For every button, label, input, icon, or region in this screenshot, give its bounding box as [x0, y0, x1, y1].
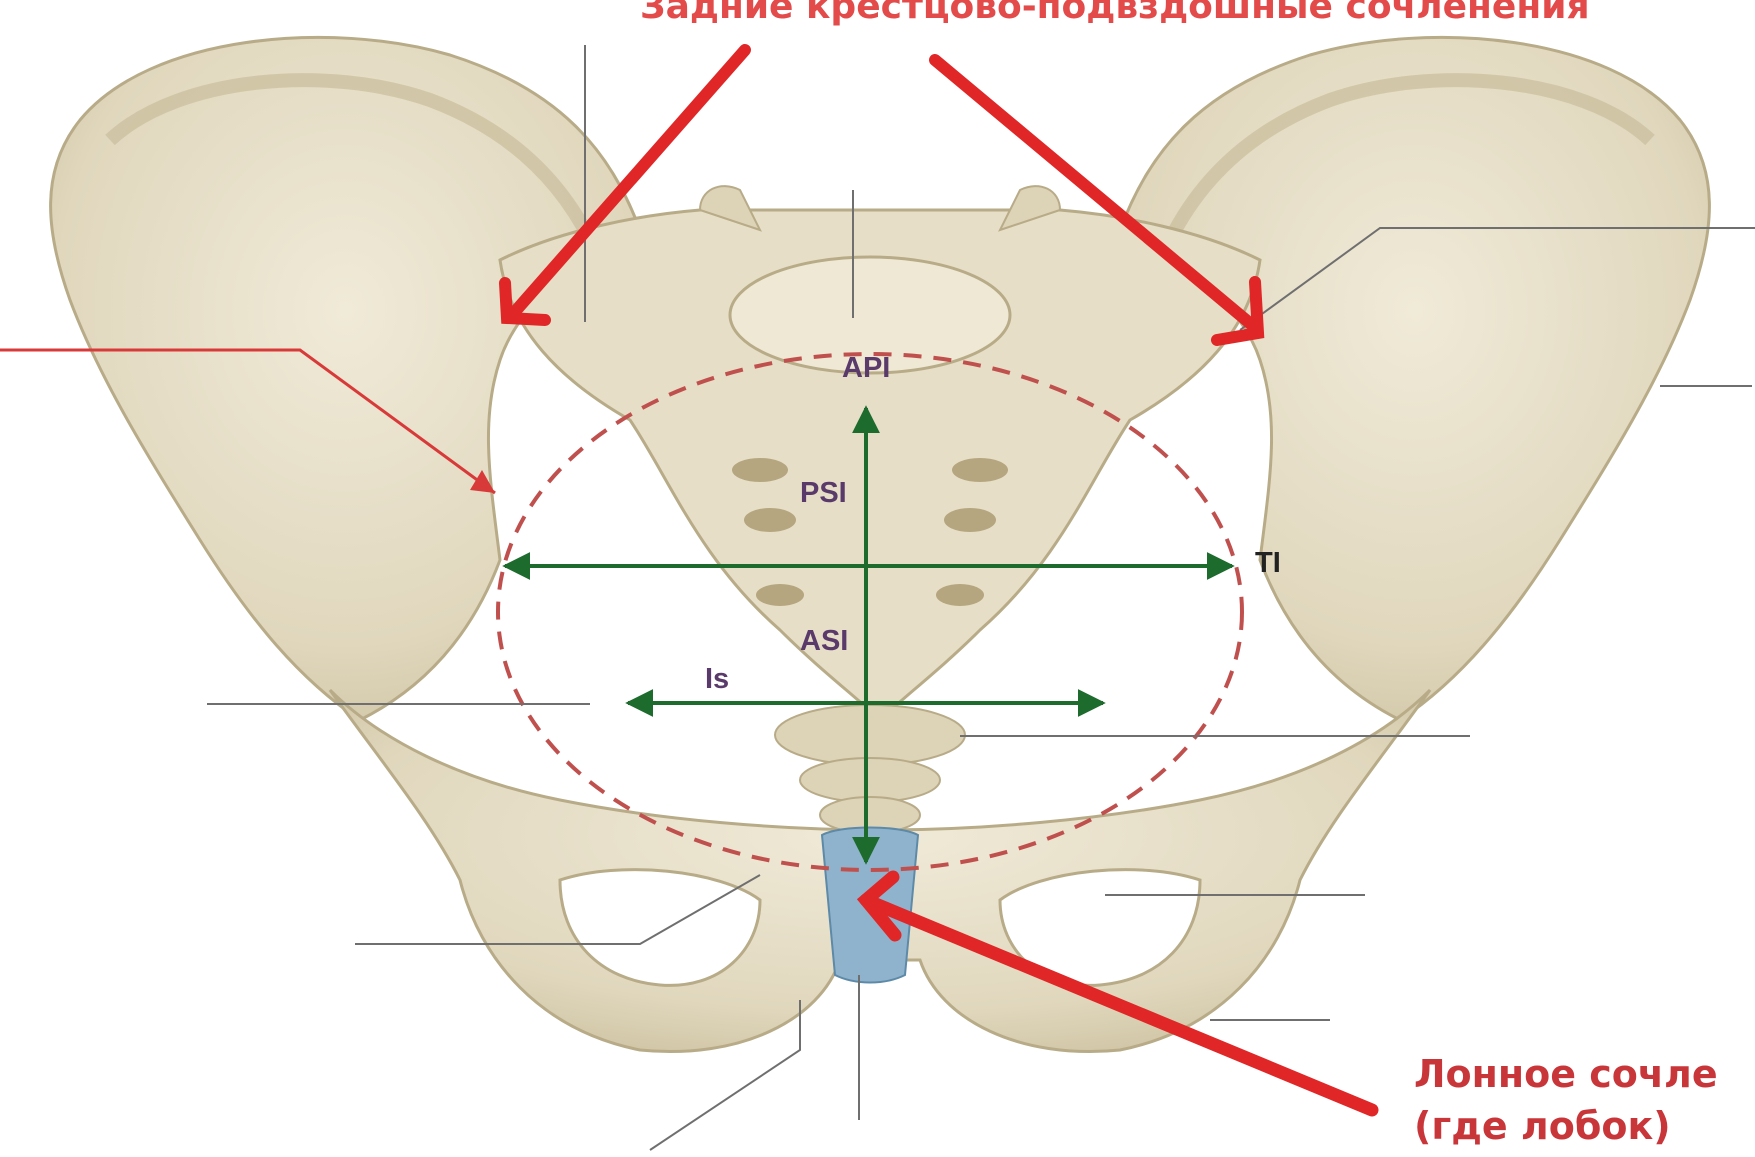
- sacral-foramen: [732, 458, 788, 482]
- label-asi: ASI: [800, 625, 848, 657]
- label-is: Is: [705, 663, 729, 695]
- label-ti: TI: [1255, 547, 1281, 579]
- left-ilium: [51, 37, 640, 720]
- coccyx-segment: [800, 758, 940, 802]
- sacral-foramen: [936, 584, 984, 606]
- posterior-sacroiliac-joints-label: Задние крестцово-подвздошные сочленения: [640, 0, 1590, 27]
- sacral-foramen: [944, 508, 996, 532]
- sacral-foramen: [744, 508, 796, 532]
- label-psi: PSI: [800, 477, 847, 509]
- right-ilium: [1120, 37, 1709, 720]
- pubic-symphysis-label-line1: Лонное сочле: [1414, 1048, 1718, 1100]
- coccyx-segment: [775, 705, 965, 765]
- pubic-symphysis-label: Лонное сочле (где лобок): [1414, 1048, 1718, 1152]
- pubic-symphysis-label-line2: (где лобок): [1414, 1100, 1718, 1152]
- sacral-foramen: [952, 458, 1008, 482]
- sacral-foramen: [756, 584, 804, 606]
- label-api: API: [842, 352, 890, 384]
